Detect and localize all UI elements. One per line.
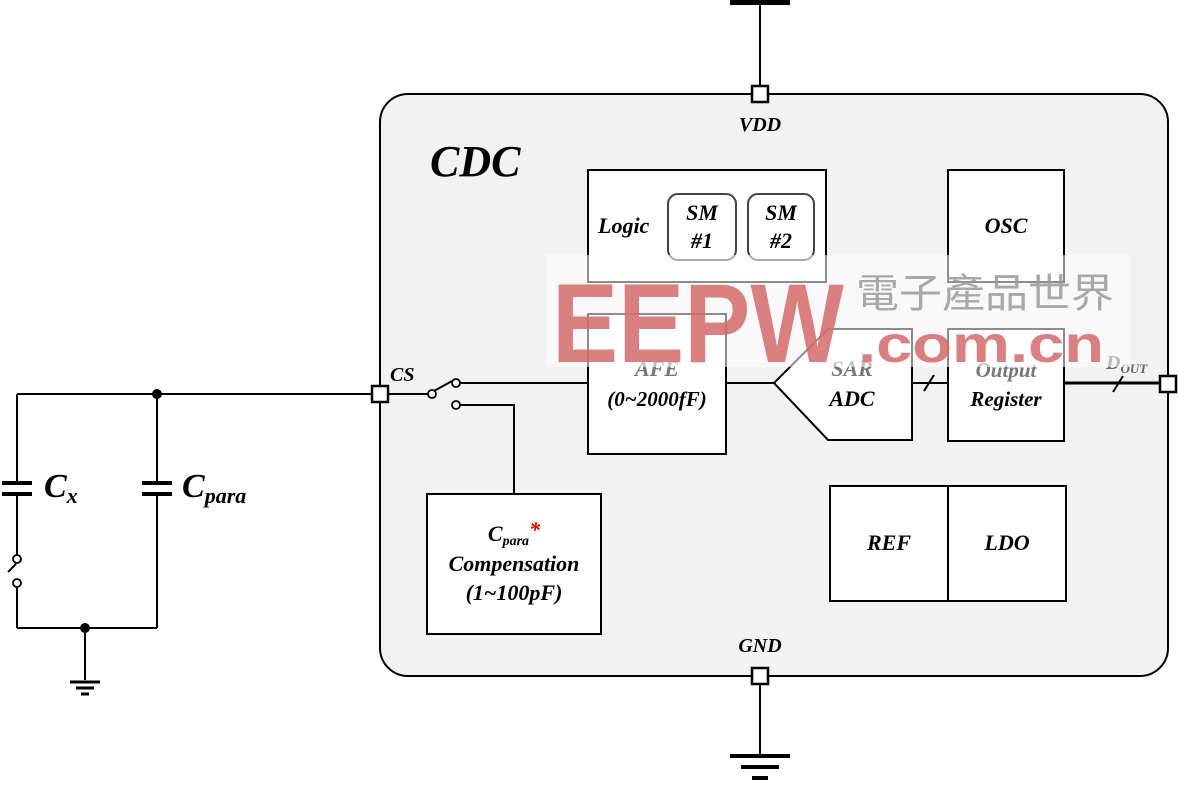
cx-switch-lever [7, 563, 17, 573]
adc-line2: ADC [827, 386, 875, 411]
cx-switch-top-contact [12, 554, 22, 564]
sm2-line2: #2 [769, 228, 792, 253]
afe-range: (0~2000fF) [607, 387, 706, 411]
cs-label: CS [390, 364, 414, 386]
gnd-label: GND [738, 635, 781, 657]
sm1-line1: SM [686, 200, 719, 225]
watermark-chinese: 電子產品世界 [856, 271, 1114, 317]
switch-afe-contact [451, 378, 461, 388]
eepw-watermark: EEPW 電子產品世界 .com.cn [546, 255, 1130, 386]
watermark-logo: EEPW [552, 261, 844, 386]
switch-comp-contact [451, 400, 461, 410]
chip-title: CDC [430, 137, 521, 186]
switch-lever [433, 380, 453, 392]
external-ground-icon [70, 680, 100, 696]
dout-pin [1158, 374, 1178, 394]
switch-common-contact [427, 389, 437, 399]
bus-slash-2 [1112, 375, 1124, 393]
ldo-label: LDO [983, 530, 1029, 555]
output-register-line2: Register [969, 387, 1042, 411]
sm2-line1: SM [765, 200, 798, 225]
compensation-line2: Compensation [449, 551, 580, 576]
compensation-line3: (1~100pF) [466, 580, 563, 605]
osc-label: OSC [985, 213, 1028, 238]
vdd-pin [750, 84, 770, 104]
compensation-line1: Cpara* [488, 517, 541, 549]
cpara-label: Cpara [182, 468, 246, 508]
gnd-pin [750, 666, 770, 686]
cx-switch-bottom-contact [12, 578, 22, 588]
cs-pin [370, 384, 390, 404]
watermark-domain: .com.cn [858, 316, 1104, 374]
bus-slash-1 [923, 374, 935, 392]
cx-label: Cx [44, 468, 78, 508]
cpara-compensation-block [426, 493, 602, 635]
ref-label: REF [866, 530, 911, 555]
vdd-label: VDD [739, 114, 781, 136]
chip-ground-icon [730, 754, 790, 780]
logic-label: Logic [597, 213, 650, 238]
sm1-line2: #1 [690, 228, 713, 253]
switch-to-comp-wire [460, 404, 515, 494]
